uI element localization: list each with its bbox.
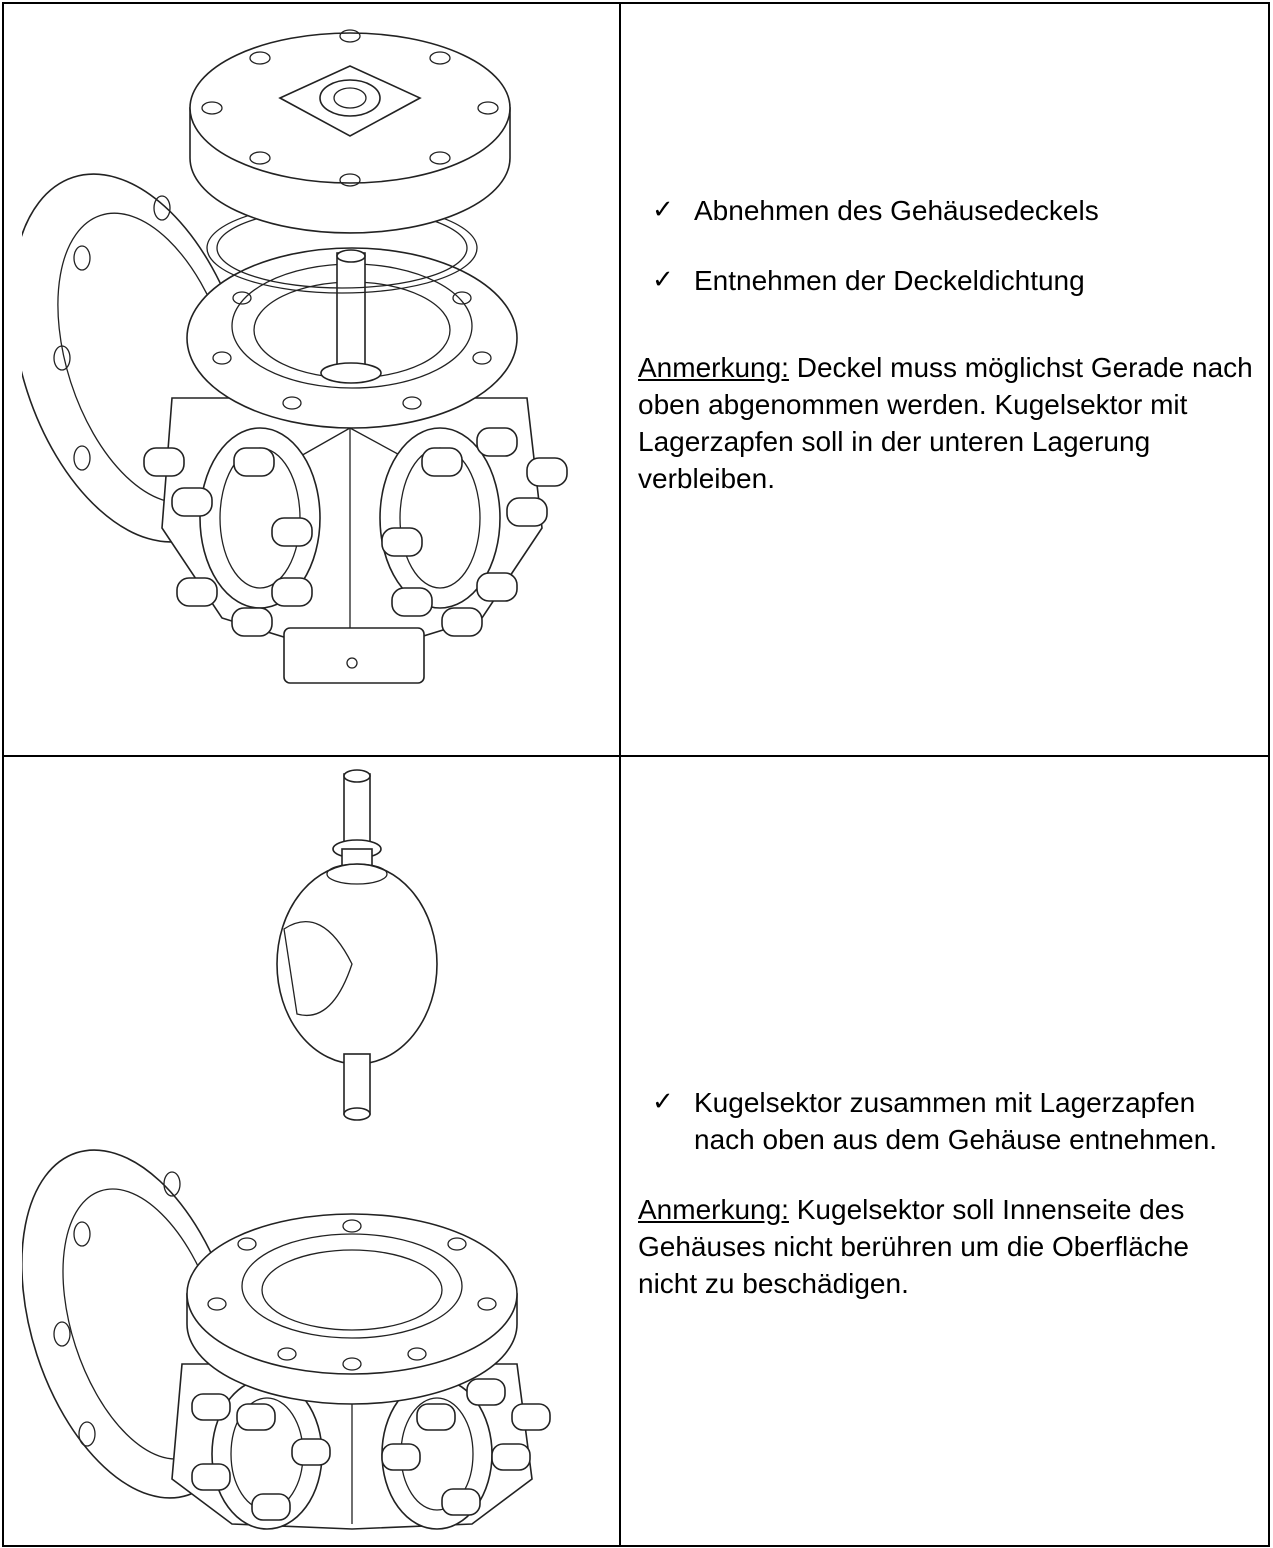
row2-checklist: ✓ Kugelsektor zusammen mit Lagerzapfen n… — [638, 1084, 1253, 1158]
table-border-bottom — [2, 1545, 1270, 1547]
row1-check-item-2: ✓ Entnehmen der Deckeldichtung — [638, 262, 1253, 299]
row2-check-item-1-text: Kugelsektor zusammen mit Lagerzapfen nac… — [694, 1087, 1218, 1155]
row1-note-text: Deckel muss möglichst Gerade nach oben a… — [638, 352, 1253, 494]
table-column-divider — [619, 2, 621, 1547]
bolts — [191, 1378, 551, 1521]
table-row-divider — [2, 755, 1270, 757]
row2-note-label: Anmerkung: — [638, 1194, 789, 1225]
row1-illustration-cell — [22, 8, 602, 708]
table-border-left — [2, 2, 4, 1547]
bolts — [143, 427, 568, 637]
row1-checklist: ✓ Abnehmen des Gehäusedeckels ✓ Entnehme… — [638, 192, 1253, 299]
row1-check-item-1-text: Abnehmen des Gehäusedeckels — [694, 195, 1099, 226]
row2-text-cell: ✓ Kugelsektor zusammen mit Lagerzapfen n… — [638, 1084, 1253, 1302]
body-top-flange — [186, 1213, 518, 1405]
valve-cover-removal-drawing-icon — [22, 29, 568, 684]
ball-sector-removal-drawing-icon — [22, 769, 551, 1530]
row2-illustration-cell — [22, 764, 602, 1534]
row2-note: Anmerkung: Kugelsektor soll Innenseite d… — [638, 1191, 1253, 1302]
row1-check-item-1: ✓ Abnehmen des Gehäusedeckels — [638, 192, 1253, 229]
row1-note: Anmerkung: Deckel muss möglichst Gerade … — [638, 349, 1253, 497]
table-border-top — [2, 2, 1270, 4]
row2-note-text: Kugelsektor soll Innenseite des Gehäuses… — [638, 1194, 1189, 1299]
ball-sector-with-shaft — [276, 769, 438, 1121]
shaft — [320, 249, 382, 384]
row1-check-item-2-text: Entnehmen der Deckeldichtung — [694, 265, 1085, 296]
housing-cover — [189, 29, 511, 234]
checkmark-icon: ✓ — [652, 1087, 674, 1117]
row2-check-item-1: ✓ Kugelsektor zusammen mit Lagerzapfen n… — [638, 1084, 1234, 1158]
checkmark-icon: ✓ — [652, 195, 674, 225]
row1-note-label: Anmerkung: — [638, 352, 789, 383]
row1-text-cell: ✓ Abnehmen des Gehäusedeckels ✓ Entnehme… — [638, 192, 1253, 497]
checkmark-icon: ✓ — [652, 265, 674, 295]
table-border-right — [1268, 2, 1270, 1547]
